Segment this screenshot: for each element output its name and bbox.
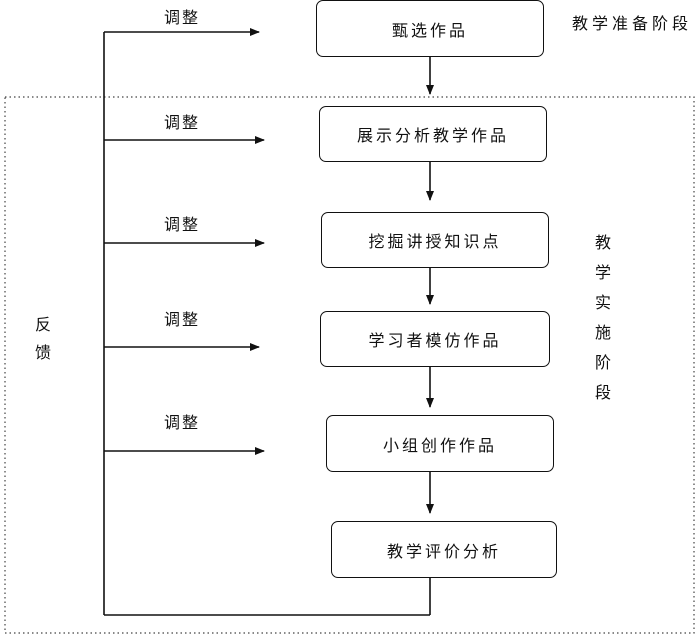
- adjust-label-2: 调整: [164, 113, 201, 132]
- feedback-label: 反馈: [32, 316, 51, 372]
- step-box-5: 小组创作作品: [326, 415, 554, 472]
- step-box-3: 挖掘讲授知识点: [321, 212, 549, 268]
- step-box-2: 展示分析教学作品: [319, 106, 547, 162]
- prep-stage-label: 教学准备阶段: [572, 14, 693, 33]
- adjust-label-5: 调整: [164, 413, 201, 432]
- adjust-label-1: 调整: [164, 8, 201, 27]
- step-box-4: 学习者模仿作品: [320, 311, 550, 367]
- step-box-1: 甄选作品: [316, 0, 544, 57]
- adjust-label-4: 调整: [164, 310, 201, 329]
- adjust-label-3: 调整: [164, 215, 201, 234]
- implement-stage-label: 教学实施阶段: [592, 234, 611, 414]
- step-box-6: 教学评价分析: [331, 521, 557, 578]
